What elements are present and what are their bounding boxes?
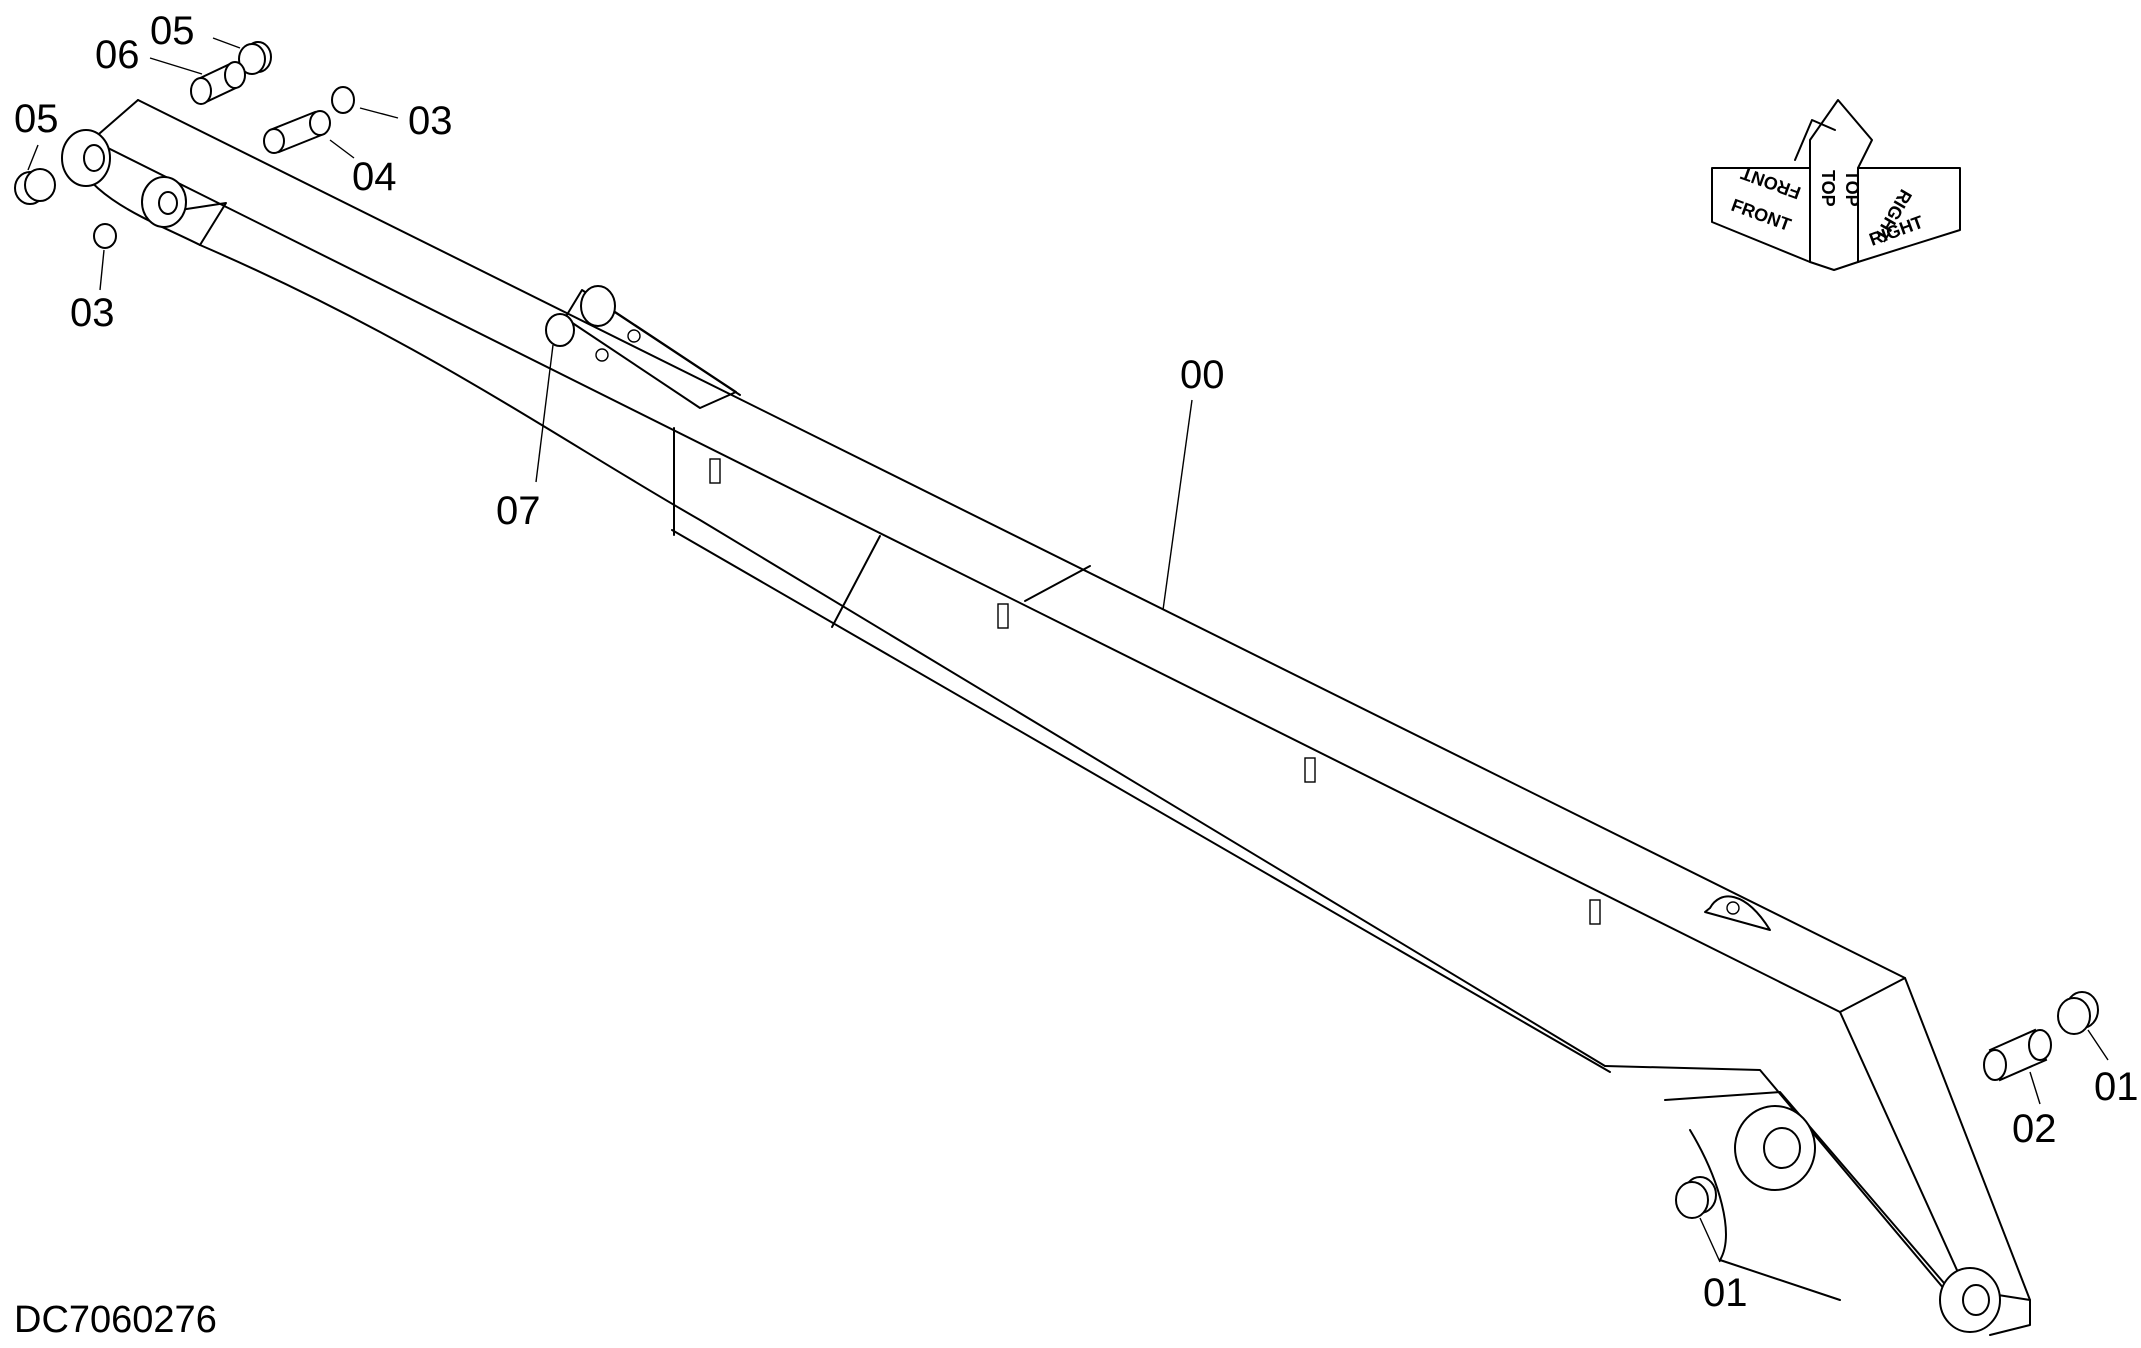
part-01-right	[2057, 991, 2099, 1035]
tip-boss-hole	[1962, 1284, 1990, 1316]
front-end-lower	[1604, 1065, 1951, 1297]
front-lower-brace-2	[1689, 1129, 1841, 1301]
orientation-top-label-mirror: TOP	[1818, 170, 1838, 207]
arm-assembly	[61, 99, 2031, 1336]
front-boss-hole	[1763, 1127, 1801, 1169]
arm-side-lower-edge	[671, 529, 1611, 1073]
clamp-1	[709, 458, 721, 484]
part-07	[545, 313, 575, 347]
callout-00: 00	[1180, 353, 1225, 397]
part-01-bottom	[1675, 1176, 1717, 1219]
orientation-top-arrow	[1809, 99, 1873, 271]
callout-07: 07	[496, 489, 541, 533]
rear-boss-hole	[83, 144, 105, 172]
bracket-hole-2	[595, 348, 609, 362]
orientation-front-label-mirror: FRONT	[1738, 163, 1803, 203]
panel-seam-3	[1024, 565, 1091, 602]
rear-taper	[179, 202, 227, 246]
panel-seam-2	[831, 535, 881, 628]
mid-boss-hole	[158, 191, 178, 215]
part-04	[263, 110, 331, 154]
callout-03-top: 03	[408, 99, 453, 143]
callout-02: 02	[2012, 1107, 2057, 1151]
arm-top-ridge	[91, 99, 139, 141]
loose-parts	[14, 41, 2099, 1219]
arm-top-edge	[137, 99, 1906, 979]
drawing-number: DC7060276	[14, 1299, 217, 1341]
clamp-4	[1589, 899, 1601, 925]
front-end-side	[1839, 1011, 1967, 1291]
callout-06: 06	[95, 33, 140, 77]
clamp-3	[1304, 757, 1316, 783]
part-03-left	[93, 223, 117, 249]
callout-04: 04	[352, 155, 397, 199]
bracket-hole-1	[627, 329, 641, 343]
orientation-front-label: FRONT	[1729, 195, 1794, 235]
part-02	[1983, 1028, 2052, 1082]
bracket-boss	[580, 285, 616, 327]
callout-05-top: 05	[150, 9, 195, 53]
part-05-top	[238, 41, 272, 75]
front-end-top	[1839, 977, 2031, 1301]
orientation-arrow-detail	[1794, 119, 1836, 161]
part-03-top	[331, 86, 355, 114]
front-lower-brace	[1664, 1091, 1951, 1291]
callout-03-left: 03	[70, 291, 115, 335]
part-05-left	[14, 168, 56, 205]
callout-01-bottom: 01	[1703, 1271, 1748, 1315]
top-lug	[1704, 895, 1771, 931]
arm-bottom-edge	[199, 244, 1606, 1067]
top-bracket-inner	[603, 304, 741, 396]
callout-labels: 05 06 03 04 05 03 07 00 01 02 01	[14, 9, 2139, 1315]
orientation-top-label: TOP	[1842, 170, 1862, 207]
part-06	[190, 61, 246, 105]
leader-lines	[27, 37, 2109, 1263]
top-lug-hole	[1726, 901, 1740, 915]
callout-05-left: 05	[14, 97, 59, 141]
clamp-2	[997, 603, 1009, 629]
orientation-symbol: FRONT FRONT TOP TOP RIGHT RIGHT	[1711, 99, 1961, 271]
callout-01-right: 01	[2094, 1065, 2139, 1109]
arm-top-inner-edge	[91, 139, 1841, 1013]
